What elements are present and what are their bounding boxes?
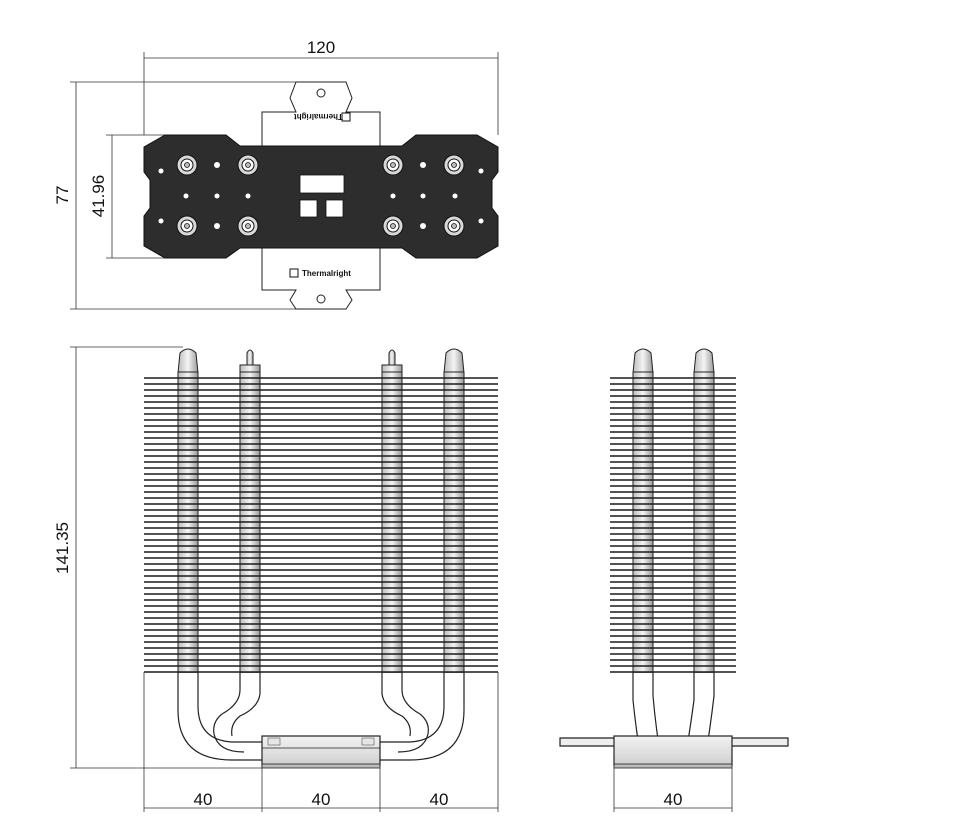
heatpipe [239, 349, 261, 673]
front-view: 141.35 [53, 346, 499, 812]
dimension-front-bottom [143, 672, 499, 812]
plate-cutout [299, 199, 318, 218]
standoff-icon [176, 215, 198, 237]
side-heatpipes [632, 348, 715, 673]
brand-text-bottom: Thermalright [302, 269, 351, 278]
front-bottom-label-right: 40 [430, 790, 449, 809]
hole-spacing-label: 41.96 [89, 175, 108, 218]
heatpipes [177, 348, 465, 673]
side-heatpipe [632, 348, 654, 673]
heatsink-fin-stack [144, 377, 498, 673]
standoff-icon [237, 154, 259, 176]
standoffs [176, 154, 465, 237]
heatpipe-bends [177, 672, 465, 761]
height-label: 77 [53, 186, 72, 205]
bracket-hole-icon [316, 88, 326, 98]
plate-cutout [325, 199, 344, 218]
dimension-front-height [70, 346, 262, 769]
side-fin-stack [610, 377, 736, 673]
dimension-height [70, 81, 320, 310]
small-holes [158, 162, 484, 229]
front-bottom-label-center: 40 [312, 790, 331, 809]
side-view: 40 [559, 348, 789, 812]
heatpipe [443, 348, 465, 673]
dimension-hole-spacing [106, 134, 165, 259]
standoff-icon [382, 215, 404, 237]
dimension-side-bottom [613, 768, 733, 812]
width-label: 120 [307, 38, 335, 57]
plate-cutout [299, 174, 345, 194]
front-bottom-label-left: 40 [194, 790, 213, 809]
top-view: 120 77 41.96 Thermalright Thermalright [53, 38, 499, 310]
side-base-plate [559, 735, 789, 769]
side-heatpipe [693, 348, 715, 673]
side-bottom-label: 40 [664, 790, 683, 809]
standoff-icon [443, 154, 465, 176]
standoff-icon [382, 154, 404, 176]
brand-logo-bottom: Thermalright [289, 268, 351, 278]
front-base-block [261, 735, 381, 769]
bracket-hole-icon [316, 294, 326, 304]
brand-logo-top: Thermalright [294, 112, 351, 122]
front-height-label: 141.35 [53, 522, 72, 574]
standoff-icon [443, 215, 465, 237]
dimension-width [143, 52, 499, 135]
standoff-icon [176, 154, 198, 176]
brand-text-top: Thermalright [294, 112, 343, 121]
standoff-icon [237, 215, 259, 237]
base-plate [143, 134, 499, 259]
heatpipe [177, 348, 199, 673]
heatpipe [381, 349, 403, 673]
